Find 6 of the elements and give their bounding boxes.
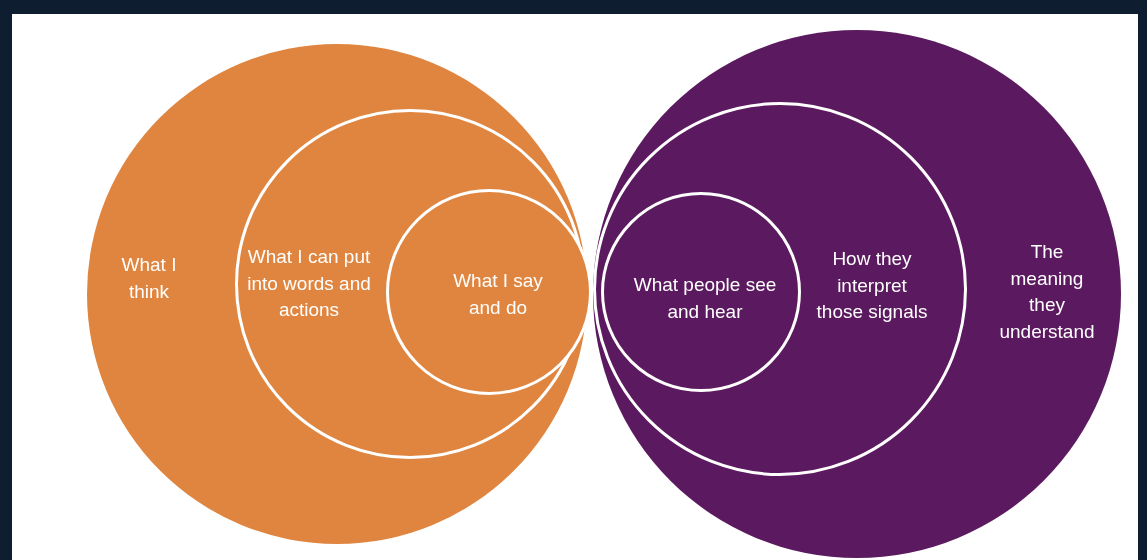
circle-label: The meaning they understand [998,239,1096,344]
circle-label: What I can put into words and actions [246,245,372,323]
circle-label: What people see and hear [632,273,778,324]
circle-label: What I say and do [452,269,544,320]
circle-label: How they interpret those signals [815,247,929,325]
circle-label: What I think [120,253,178,304]
